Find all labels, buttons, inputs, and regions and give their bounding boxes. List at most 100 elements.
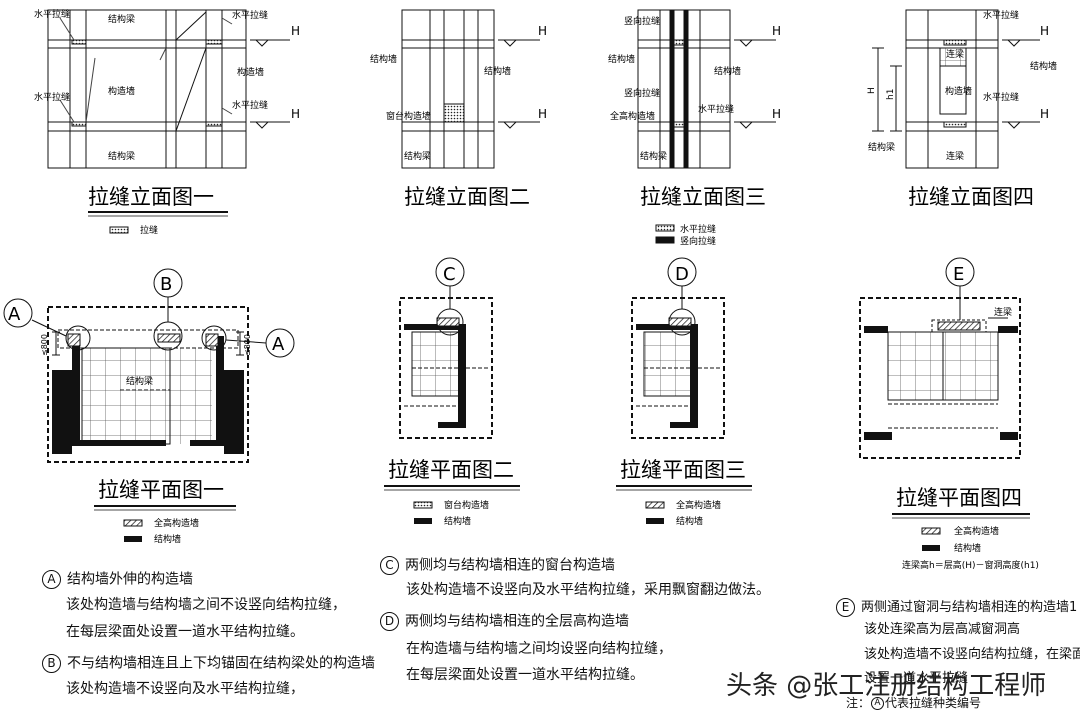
p1-marker-A-left: A <box>8 304 21 325</box>
p4-formula: 连梁高h＝层高(H)－窗洞高度(h1) <box>902 559 1039 571</box>
e4-dim-h1: h1 <box>886 89 896 100</box>
note-B-line1: 该处构造墙不设竖向及水平结构拉缝， <box>66 681 304 697</box>
note-D-marker: D <box>380 612 399 631</box>
e4-H-bot: H <box>1040 107 1049 121</box>
note-E-line1: 该处连梁高为层高减窗洞高 <box>864 622 1021 637</box>
footnote-prefix: 注： <box>846 696 871 710</box>
e4-H-top: H <box>1040 24 1049 38</box>
p2-marker-C: C <box>443 264 456 285</box>
e1-H-bot: H <box>291 107 300 121</box>
p1-legend-struct: 结构墙 <box>154 533 181 545</box>
e3-H-top: H <box>772 24 781 38</box>
e2-H-top: H <box>538 24 547 38</box>
note-C-head: 两侧均与结构墙相连的窗台构造墙 <box>405 557 615 574</box>
e3-legend-h: 水平拉缝 <box>680 223 716 235</box>
e1-label-horiz-tr: 水平拉缝 <box>232 9 268 21</box>
e3-label-full: 全高构造墙 <box>610 110 655 122</box>
p4-legend-full: 全高构造墙 <box>954 525 999 537</box>
note-A-marker: A <box>42 570 61 589</box>
e3-legend-v: 竖向拉缝 <box>680 235 716 247</box>
e4-label-constr: 构造墙 <box>945 85 972 97</box>
elevation-1 <box>47 9 290 234</box>
e2-H-bot: H <box>538 107 547 121</box>
note-E-line2: 该处构造墙不设竖向结构拉缝，在梁面 <box>864 647 1080 662</box>
elevation-3 <box>637 9 776 244</box>
p1-dim-right: ≤800 <box>243 334 252 356</box>
p2-legend-struct: 结构墙 <box>444 515 471 527</box>
watermark: 头条 @张工注册结构工程师 <box>726 671 1047 701</box>
note-A-line2: 在每层梁面处设置一道水平结构拉缝。 <box>66 624 304 640</box>
p4-caption: 拉缝平面图四 <box>896 486 1022 510</box>
note-E-head: 两侧通过窗洞与结构墙相连的构造墙1 <box>861 600 1078 615</box>
note-A-heading: A 结构墙外伸的构造墙 <box>42 570 193 589</box>
e1-label-horiz-ml: 水平拉缝 <box>34 91 70 103</box>
plan-4 <box>859 257 1021 551</box>
plan-3 <box>631 257 725 524</box>
e3-label-wall-r: 结构墙 <box>714 65 741 77</box>
e3-H-bot: H <box>772 107 781 121</box>
e2-label-sill: 窗台构造墙 <box>386 110 431 122</box>
note-C-heading: C 两侧均与结构墙相连的窗台构造墙 <box>380 556 615 575</box>
e2-label-beam: 结构梁 <box>404 150 431 162</box>
p3-marker-D: D <box>675 264 689 285</box>
e1-label-beam-top: 结构梁 <box>108 13 135 25</box>
note-E-marker: E <box>836 598 855 617</box>
note-D-line1: 在构造墙与结构墙之间均设竖向结构拉缝， <box>406 641 672 657</box>
note-D-line2: 在每层梁面处设置一道水平结构拉缝。 <box>406 667 644 683</box>
note-B-head: 不与结构墙相连且上下均锚固在结构梁处的构造墙 <box>67 655 375 672</box>
e1-caption: 拉缝立面图一 <box>88 185 214 209</box>
elevation-4 <box>872 9 1040 169</box>
p3-legend-full: 全高构造墙 <box>676 499 721 511</box>
footnote-text: 代表拉缝种类编号 <box>885 696 982 710</box>
e3-caption: 拉缝立面图三 <box>640 185 766 209</box>
p2-caption: 拉缝平面图二 <box>388 458 514 482</box>
e4-caption: 拉缝立面图四 <box>908 185 1034 209</box>
e4-label-horiz-t: 水平拉缝 <box>983 9 1019 21</box>
e1-label-constr-mid: 构造墙 <box>108 85 135 97</box>
e3-label-vert-top: 竖向拉缝 <box>624 15 660 27</box>
p1-marker-B: B <box>160 274 172 295</box>
note-B-heading: B 不与结构墙相连且上下均锚固在结构梁处的构造墙 <box>42 654 375 673</box>
e4-label-wall: 结构墙 <box>1030 60 1057 72</box>
p1-legend-full: 全高构造墙 <box>154 517 199 529</box>
e3-label-beam: 结构梁 <box>640 150 667 162</box>
e2-caption: 拉缝立面图二 <box>404 185 530 209</box>
e1-label-beam-bot: 结构梁 <box>108 150 135 162</box>
plan-2 <box>399 257 493 524</box>
e4-label-beam: 结构梁 <box>868 141 895 153</box>
p1-marker-A-right: A <box>272 334 285 355</box>
e2-label-wall-l: 结构墙 <box>370 53 397 65</box>
note-A-head: 结构墙外伸的构造墙 <box>67 571 193 588</box>
p3-caption: 拉缝平面图三 <box>620 458 746 482</box>
e3-label-wall-l: 结构墙 <box>608 53 635 65</box>
elevation-2 <box>401 9 540 169</box>
e3-label-vert-mid: 竖向拉缝 <box>624 87 660 99</box>
note-E-line3: 设置一道水平拉缝 <box>864 671 969 686</box>
e4-dim-H: H <box>867 87 877 94</box>
e1-H-top: H <box>291 24 300 38</box>
note-A-line1: 该处构造墙与结构墙之间不设竖向结构拉缝， <box>66 597 346 613</box>
e1-label-horiz-mr: 水平拉缝 <box>232 99 268 111</box>
e4-label-link-b: 连梁 <box>946 150 964 162</box>
p1-dim-left: ≤800 <box>40 334 49 356</box>
p4-legend-struct: 结构墙 <box>954 542 981 554</box>
p2-legend-sill: 窗台构造墙 <box>444 499 489 511</box>
p1-caption: 拉缝平面图一 <box>98 478 224 502</box>
p4-marker-E: E <box>953 264 964 285</box>
note-C-line1: 该处构造墙不设竖向及水平结构拉缝，采用飘窗翻边做法。 <box>406 582 770 598</box>
e3-label-horiz: 水平拉缝 <box>698 103 734 115</box>
e4-label-horiz-m: 水平拉缝 <box>983 91 1019 103</box>
e4-label-link-t: 连梁 <box>946 48 964 60</box>
note-D-heading: D 两侧均与结构墙相连的全层高构造墙 <box>380 612 629 631</box>
note-E-heading: E 两侧通过窗洞与结构墙相连的构造墙1 <box>836 598 1077 617</box>
e1-label-constr-r: 构造墙 <box>237 66 264 78</box>
plan-1 <box>3 268 295 542</box>
p1-label-beam: 结构梁 <box>126 375 153 387</box>
note-B-marker: B <box>42 654 61 673</box>
note-C-marker: C <box>380 556 399 575</box>
footnote-marker: A <box>871 697 885 710</box>
note-D-head: 两侧均与结构墙相连的全层高构造墙 <box>405 613 629 630</box>
p3-legend-struct: 结构墙 <box>676 515 703 527</box>
